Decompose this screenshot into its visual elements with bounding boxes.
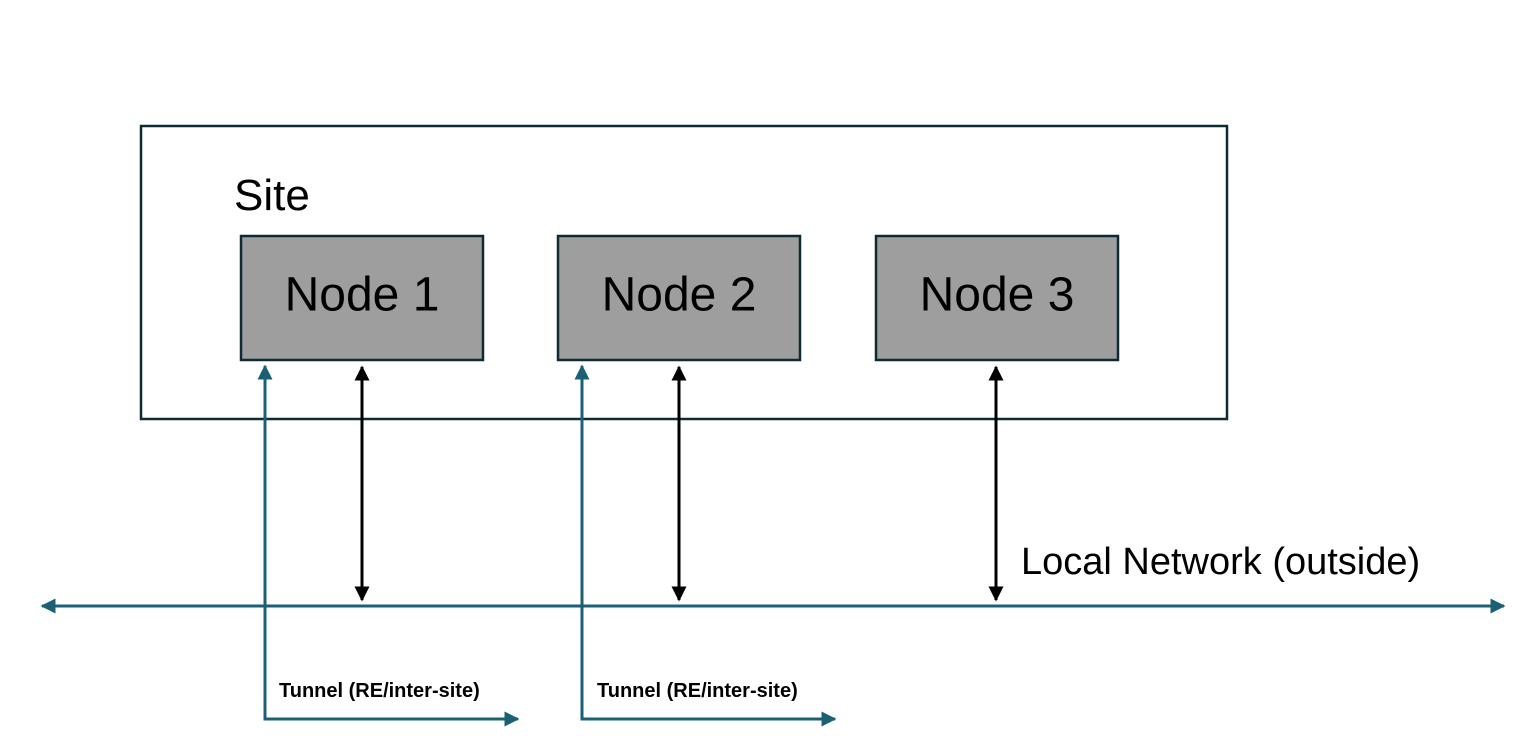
site-label: Site xyxy=(234,171,310,220)
node-2-label: Node 2 xyxy=(602,269,757,322)
tunnel-2-label: Tunnel (RE/inter-site) xyxy=(597,680,798,702)
tunnel-2-line xyxy=(574,364,837,727)
node-3-label: Node 3 xyxy=(920,269,1075,322)
node-3-box xyxy=(874,234,1120,362)
node-2-box xyxy=(556,234,802,362)
tunnel-1-label: Tunnel (RE/inter-site) xyxy=(279,680,480,702)
node-1-label: Node 1 xyxy=(285,269,440,322)
tunnel-1-line xyxy=(257,364,520,727)
local-network-label: Local Network (outside) xyxy=(1021,541,1420,583)
node-1-box xyxy=(239,234,485,362)
